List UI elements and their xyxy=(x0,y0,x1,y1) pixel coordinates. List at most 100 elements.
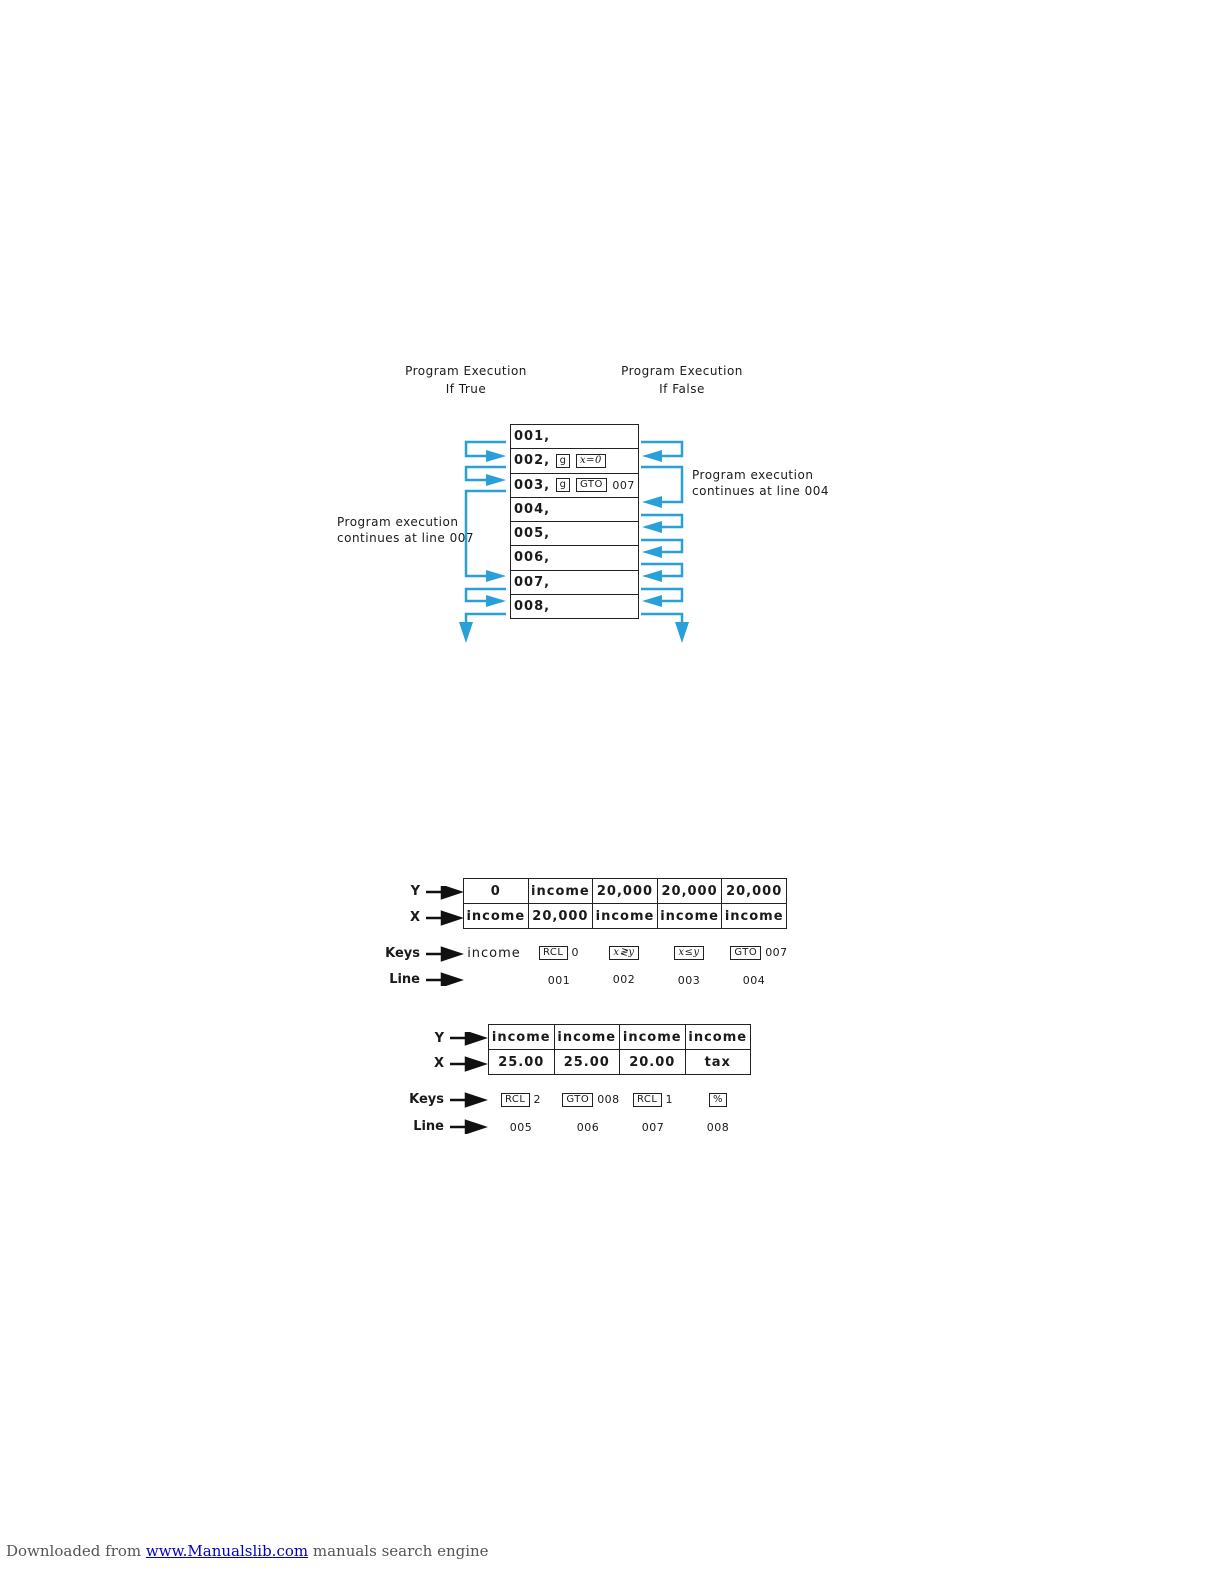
program-listing: 001, 002, g x=0 003, g GTO 007 004, 005,… xyxy=(510,424,639,620)
keys-value: income xyxy=(467,946,521,961)
arrow-head-icon xyxy=(642,450,662,462)
stack-cell: income xyxy=(619,1024,686,1050)
pointer-arrow-icon xyxy=(440,910,464,926)
pointer-arrow-icon xyxy=(464,1032,488,1046)
stack-label-y: Y xyxy=(410,884,420,899)
program-line: 006, xyxy=(511,546,638,571)
arrow-head-icon xyxy=(642,546,662,558)
stack-row-y: income income income income xyxy=(488,1024,751,1050)
arrow-head-icon xyxy=(675,622,689,643)
line-number: 001, xyxy=(514,429,551,444)
stack-label-y: Y xyxy=(434,1031,444,1046)
footer-suffix: manuals search engine xyxy=(308,1542,489,1560)
stack-label-line: Line xyxy=(389,972,420,987)
header-if-false-line1: Program Execution xyxy=(621,364,743,378)
stack-table-2: income income income income 25.00 25.00 … xyxy=(488,1024,751,1075)
keys-rcl-2: RCL 2 xyxy=(488,1093,554,1107)
header-if-true-line2: If True xyxy=(445,382,487,396)
stack1-pointer-arrows xyxy=(426,886,464,986)
program-line: 002, g x=0 xyxy=(511,449,638,474)
line-number: 003 xyxy=(677,974,701,987)
arrow-head-icon xyxy=(486,595,506,607)
header-if-true: Program Execution If True xyxy=(396,362,536,398)
arrow-head-icon xyxy=(459,622,473,643)
stack-row-x: income 20,000 income income income xyxy=(463,903,787,929)
key-rcl: RCL xyxy=(538,946,568,960)
key-gto: GTO xyxy=(576,478,607,493)
pointer-arrow-icon xyxy=(464,1092,488,1108)
pointer-arrow-icon xyxy=(440,972,464,986)
note-left-line2: continues at line 007 xyxy=(337,531,474,545)
line-number: 002, xyxy=(514,453,551,469)
stack-cell: income xyxy=(721,903,787,929)
program-line: 001, xyxy=(511,425,638,450)
line-number: 008 xyxy=(706,1121,730,1134)
keys-gto-007: GTO 007 xyxy=(723,946,795,960)
note-right-line1: Program execution xyxy=(692,468,814,482)
key-gto: GTO xyxy=(730,946,762,960)
pointer-arrow-icon xyxy=(464,1056,488,1072)
program-line: 005, xyxy=(511,522,638,547)
key-g: g xyxy=(555,453,571,468)
line-number: 005 xyxy=(509,1121,533,1134)
program-line: 007, xyxy=(511,571,638,596)
line-number: 004, xyxy=(514,501,551,517)
key-argument: 0 xyxy=(571,946,579,959)
program-line: 008, xyxy=(511,595,638,618)
stack-cell: income xyxy=(463,903,529,929)
stack-cell: 25.00 xyxy=(488,1049,555,1075)
header-if-false: Program Execution If False xyxy=(612,362,752,398)
key-argument: 007 xyxy=(765,946,788,959)
key-gto: GTO xyxy=(562,1093,594,1107)
header-if-false-line2: If False xyxy=(659,382,705,396)
pointer-arrow-icon xyxy=(440,946,464,962)
arrow-head-icon xyxy=(486,474,506,486)
stack-cell: tax xyxy=(684,1049,751,1075)
arrow-head-icon xyxy=(486,450,506,462)
header-if-true-line1: Program Execution xyxy=(405,364,527,378)
key-argument: 2 xyxy=(533,1093,541,1106)
stack-cell: income xyxy=(656,903,723,929)
key-rcl: RCL xyxy=(500,1093,530,1107)
stack-row-x: 25.00 25.00 20.00 tax xyxy=(488,1049,751,1075)
line-number: 007, xyxy=(514,574,551,590)
line-number: 001 xyxy=(547,974,571,987)
key-x-le-y: x≤y xyxy=(674,946,704,960)
execution-flow-arrows xyxy=(459,440,689,643)
key-argument: 007 xyxy=(612,478,635,492)
arrow-head-icon xyxy=(642,595,662,607)
key-rcl: RCL xyxy=(632,1093,662,1107)
line-number: 003, xyxy=(514,477,551,493)
stack-label-x: X xyxy=(409,910,420,925)
stack-cell: 20.00 xyxy=(619,1049,686,1075)
stack-cell: 20,000 xyxy=(656,878,723,904)
stack-label-keys: Keys xyxy=(385,946,420,961)
line-number: 005, xyxy=(514,526,551,542)
key-argument: 008 xyxy=(597,1093,620,1106)
stack-label-line: Line xyxy=(413,1119,444,1134)
note-right-line2: continues at line 004 xyxy=(692,484,829,498)
arrow-head-icon xyxy=(642,521,662,533)
stack-cell: income xyxy=(553,1024,620,1050)
key-argument: 1 xyxy=(665,1093,673,1106)
stack-cell: income xyxy=(488,1024,555,1050)
stack-cell: income xyxy=(592,903,658,929)
stack-cell: income xyxy=(684,1024,751,1050)
program-line: 004, xyxy=(511,498,638,523)
key-x-swap-y: x≷y xyxy=(609,946,639,960)
keys-percent: % xyxy=(686,1093,750,1107)
stack-cell: 25.00 xyxy=(553,1049,620,1075)
stack-cell: 20,000 xyxy=(527,903,594,929)
key-g: g xyxy=(555,478,571,493)
line-number: 006 xyxy=(576,1121,600,1134)
key-percent: % xyxy=(708,1093,727,1107)
keys-rcl-1: RCL 1 xyxy=(620,1093,686,1107)
stack-cell: 20,000 xyxy=(592,878,658,904)
arrow-head-icon xyxy=(486,570,506,582)
stack-cell: 0 xyxy=(463,878,529,904)
footer-link[interactable]: www.Manualslib.com xyxy=(145,1542,309,1560)
program-line: 003, g GTO 007 xyxy=(511,474,638,498)
note-left-line1: Program execution xyxy=(337,515,459,529)
keys-rcl-0: RCL 0 xyxy=(528,946,590,960)
line-number: 004 xyxy=(742,974,766,987)
